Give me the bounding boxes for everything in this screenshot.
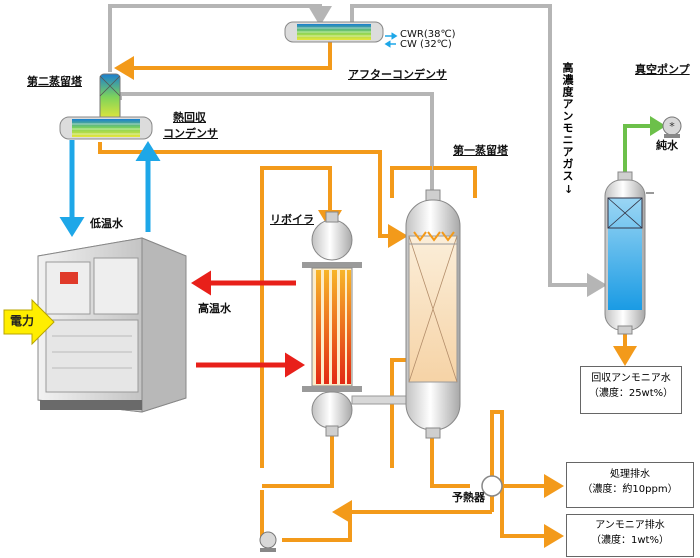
recovered-ammonia-detail: （濃度：25wt%）	[588, 388, 674, 399]
vacuum-pump-label: 真空ポンプ	[635, 63, 690, 76]
recovered-ammonia-title: 回収アンモニア水	[591, 373, 671, 384]
first-column-label: 第一蒸留塔	[453, 144, 508, 157]
hot-water-arrows	[191, 270, 305, 378]
heat-recovery-label-2: コンデンサ	[163, 127, 218, 140]
first-column	[405, 189, 461, 439]
second-column-label: 第二蒸留塔	[27, 75, 82, 88]
cooling-water-lines	[59, 140, 161, 237]
heat-recovery-label-1: 熱回収	[173, 111, 206, 124]
low-temp-water-label: 低温水	[90, 217, 123, 230]
treated-water-box: 処理排水 （濃度：約10ppm）	[566, 462, 694, 508]
cw-label: CW (32℃)	[400, 39, 452, 50]
reboiler	[302, 211, 362, 437]
power-arrow	[3, 298, 55, 346]
ammonia-gas-label: 高濃度アンモニアガス	[561, 62, 574, 182]
ammonia-drain-title: アンモニア排水	[595, 520, 665, 531]
ammonia-gas-arrow: ↓	[564, 183, 574, 196]
after-condenser-label: アフターコンデンサ	[348, 68, 447, 81]
second-column	[99, 73, 121, 121]
reboiler-label: リボイラ	[270, 213, 314, 226]
vapor-lines	[108, 4, 607, 297]
pure-water-label: 純水	[656, 139, 678, 152]
preheater-label: 予熱器	[452, 491, 485, 504]
high-temp-water-label: 高温水	[198, 302, 231, 315]
preheater	[481, 475, 503, 497]
vacuum-line	[623, 116, 666, 172]
ammonia-drain-box: アンモニア排水 （濃度：1wt%）	[566, 514, 694, 557]
power-input: 電力	[4, 300, 56, 340]
heat-recovery-condenser	[59, 116, 153, 140]
reboiler-link	[351, 395, 407, 405]
ammonia-absorber	[604, 171, 646, 335]
svg-text:*: *	[669, 120, 675, 133]
ammonia-drain-detail: （濃度：1wt%）	[591, 535, 669, 546]
treated-water-title: 処理排水	[610, 469, 650, 480]
vacuum-pump-icon: *	[662, 116, 682, 138]
after-condenser	[284, 21, 384, 43]
cwr-label: CWR(38℃)	[400, 29, 456, 40]
treated-water-detail: （濃度：約10ppm）	[582, 484, 678, 495]
recovered-ammonia-box: 回収アンモニア水 （濃度：25wt%）	[580, 366, 682, 414]
feed-pump-icon	[259, 531, 277, 552]
heat-pump-chiller	[37, 237, 187, 413]
power-label: 電力	[10, 314, 35, 328]
cw-lines	[384, 32, 398, 48]
